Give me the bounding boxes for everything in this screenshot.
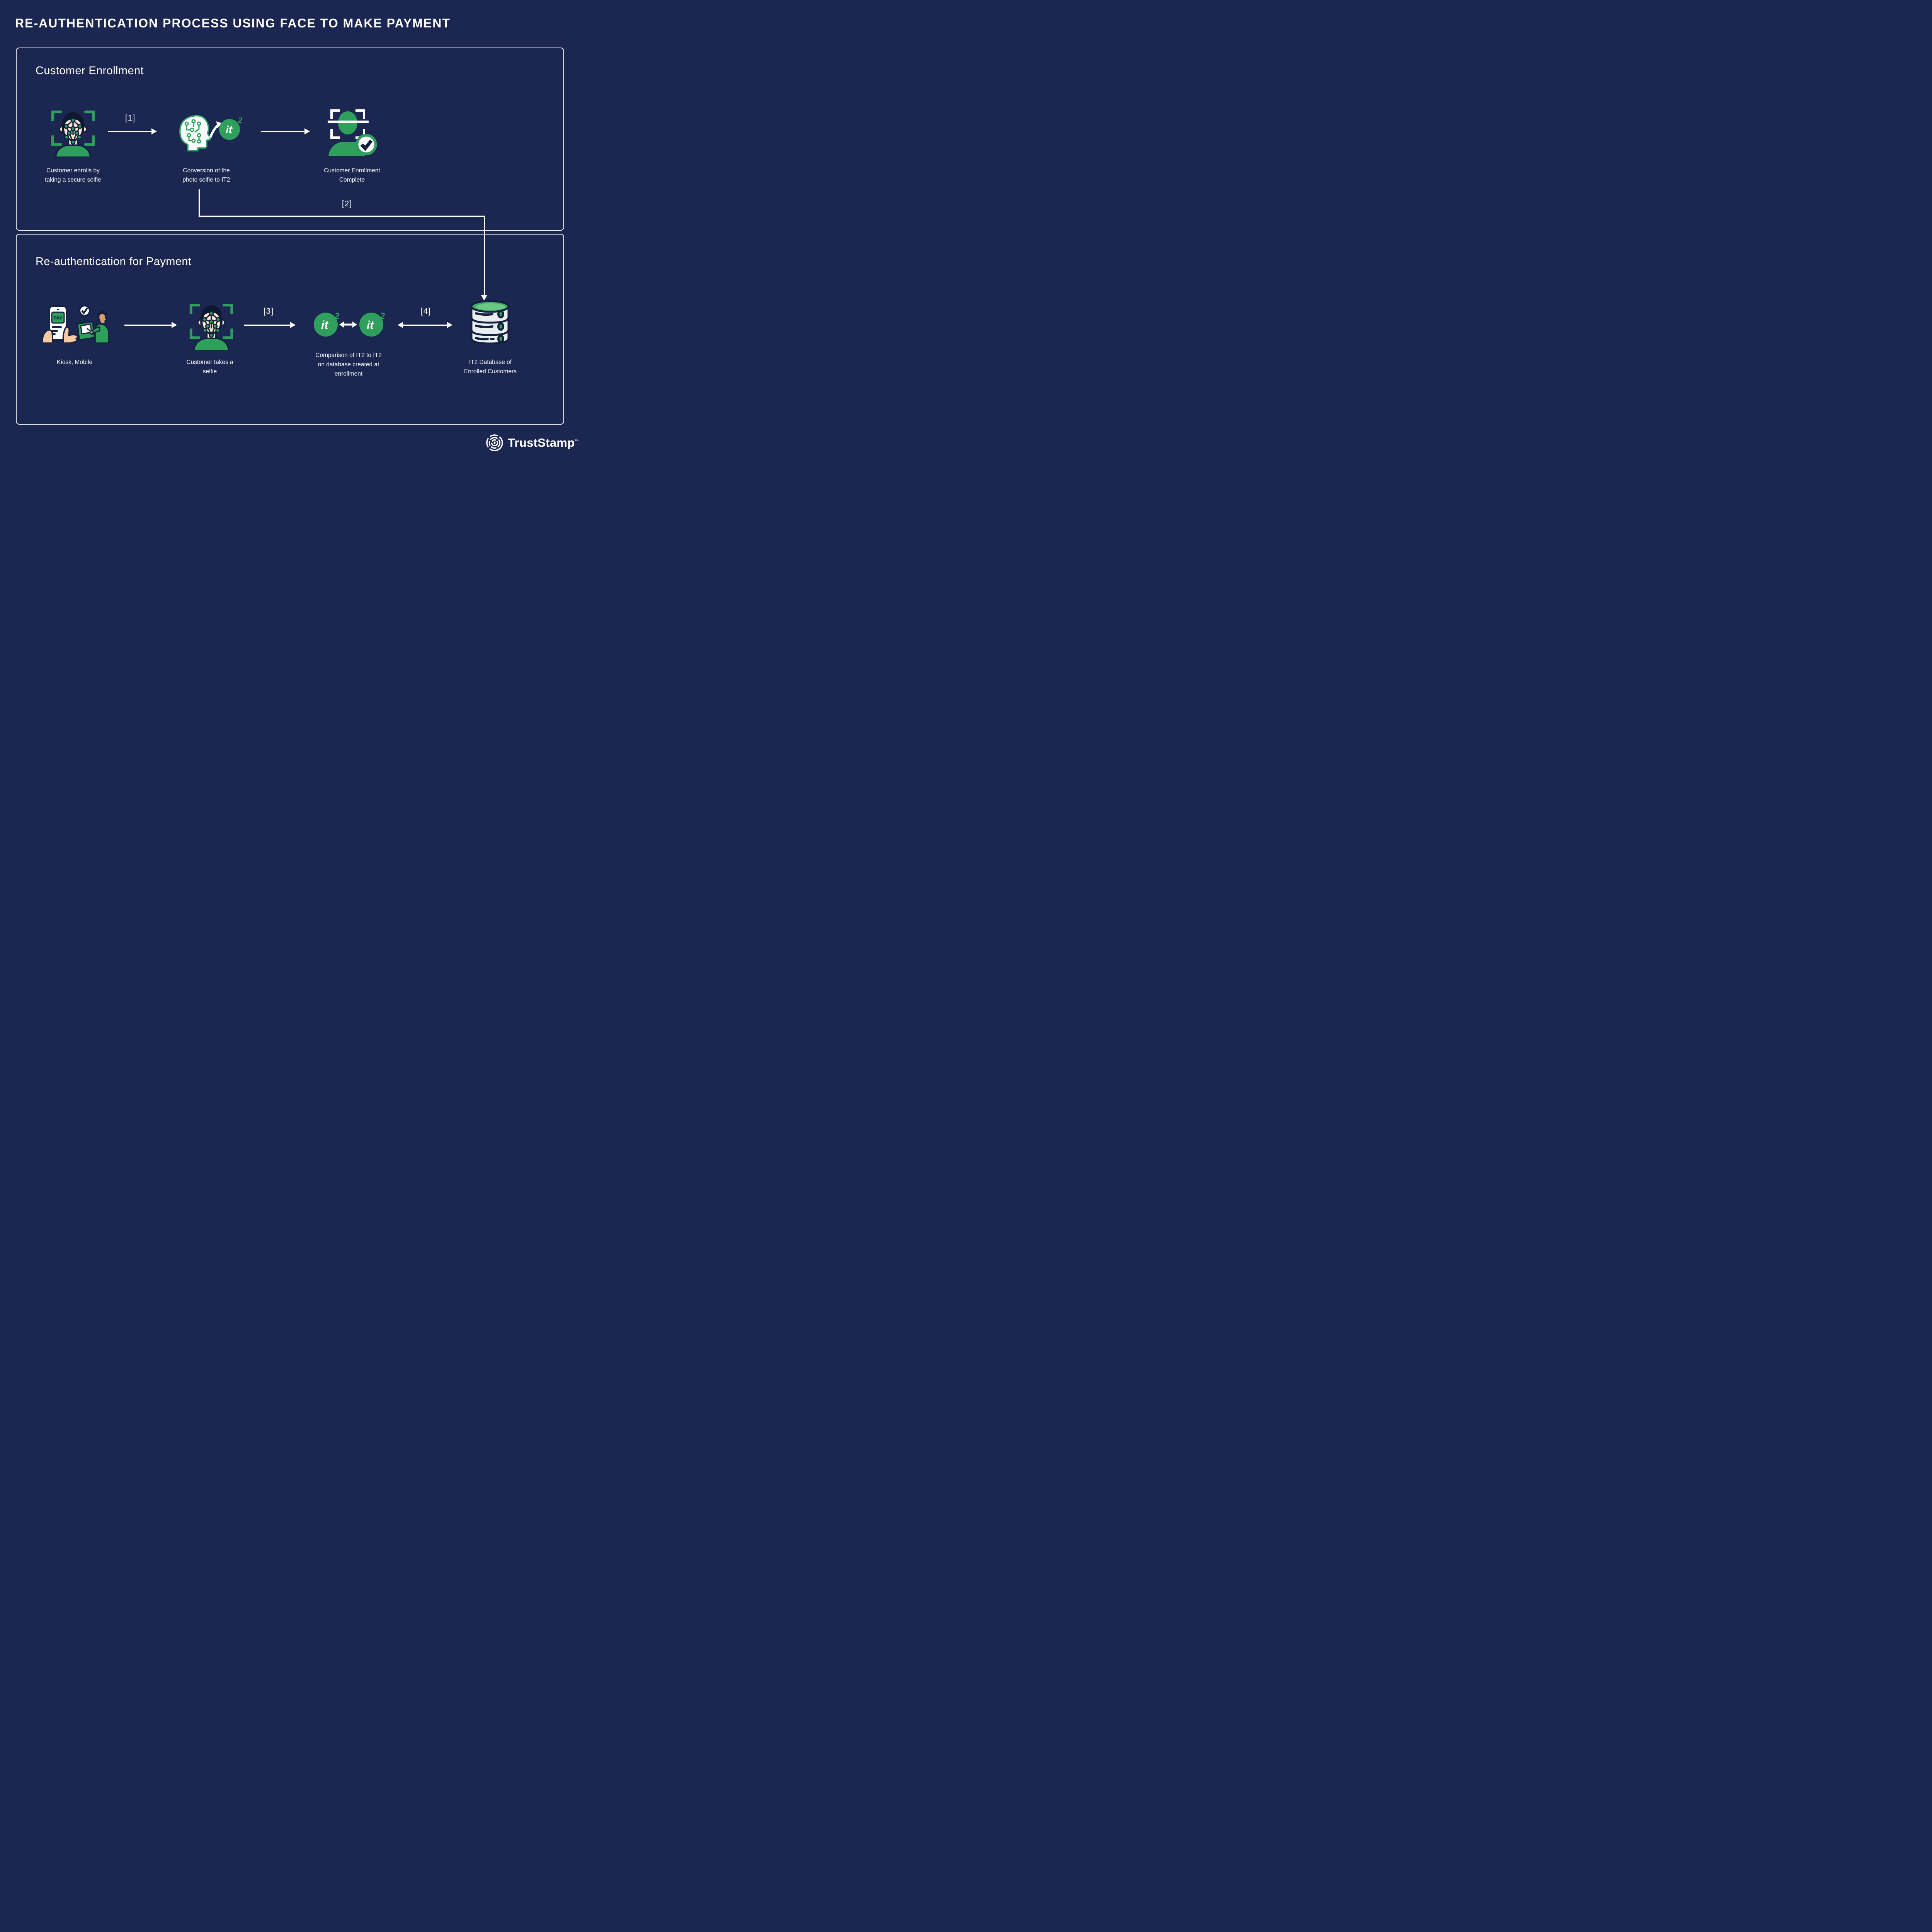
brand-lockup: TrustStamp™ — [485, 434, 579, 452]
label-line: taking a secure selfie — [45, 177, 101, 183]
arrow-1-line — [108, 131, 151, 132]
it2-comparison-icon: it 2 it 2 — [314, 311, 385, 337]
face-scan-icon — [189, 304, 233, 350]
section-heading-enrollment: Customer Enrollment — [36, 65, 144, 77]
face-scan-icon — [51, 111, 95, 157]
label-line: Complete — [339, 177, 365, 183]
selfie-to-it2-conversion-icon: it 2 — [179, 115, 242, 151]
it2-superscript: 2 — [380, 311, 385, 321]
step-label-enrollment-complete: Customer Enrollment Complete — [313, 166, 391, 185]
truststamp-fingerprint-icon — [486, 434, 503, 451]
step-label-enroll-selfie: Customer enrolls by taking a secure self… — [34, 166, 112, 185]
label-line: photo selfie to IT2 — [182, 177, 230, 183]
it2-database-icon — [470, 300, 510, 345]
step-label-kiosk-mobile: Kiosk, Mobile — [36, 358, 113, 367]
label-line: Customer takes a — [186, 359, 233, 366]
customer-enrollment-panel — [16, 48, 564, 231]
reauthentication-panel — [16, 234, 564, 425]
section-heading-reauthentication: Re-authentication for Payment — [36, 255, 192, 268]
label-line: Kiosk, Mobile — [56, 359, 93, 366]
it2-superscript: 2 — [334, 311, 340, 321]
it2-text: it — [367, 319, 374, 332]
infographic-canvas: RE-AUTHENTICATION PROCESS USING FACE TO … — [0, 0, 580, 457]
page-title: RE-AUTHENTICATION PROCESS USING FACE TO … — [15, 16, 451, 30]
arrow-1-head — [151, 128, 157, 134]
label-line: Customer Enrollment — [324, 167, 380, 174]
label-line: IT2 Database of — [469, 359, 512, 366]
step-1-connector-label: [1] — [125, 114, 136, 122]
trademark-symbol: ™ — [575, 439, 579, 444]
step-label-database: IT2 Database of Enrolled Customers — [449, 358, 531, 376]
label-line: Enrolled Customers — [464, 368, 517, 375]
brand-name: TrustStamp™ — [508, 436, 579, 450]
arrow-3-head — [172, 322, 177, 328]
kiosk-mobile-payment-icon: PAY — [41, 305, 109, 343]
arrow-5-left-head — [398, 322, 403, 328]
label-line: Customer enrolls by — [46, 167, 100, 174]
arrow-4-line — [244, 325, 290, 326]
connector-2-vertical-start — [199, 189, 200, 216]
arrow-5-line — [402, 325, 448, 326]
arrow-3-line — [124, 325, 172, 326]
label-line: enrollment — [334, 371, 363, 377]
step-3-connector-label: [3] — [263, 307, 274, 316]
arrow-5-right-head — [447, 322, 452, 328]
step-label-conversion: Conversion of the photo selfie to IT2 — [168, 166, 245, 185]
step-2-connector-label: [2] — [342, 199, 352, 208]
it2-superscript: 2 — [238, 116, 242, 125]
it2-text: it — [321, 319, 329, 332]
connector-2-vertical-end — [484, 216, 485, 296]
label-line: Conversion of the — [183, 167, 230, 174]
label-line: Comparison of IT2 to IT2 — [315, 352, 382, 359]
pay-button-text: PAY — [54, 315, 63, 321]
arrow-2-line — [261, 131, 304, 132]
brand-name-text: TrustStamp — [508, 436, 575, 449]
step-label-takes-selfie: Customer takes a selfie — [171, 358, 248, 376]
enrollment-complete-icon — [328, 109, 377, 156]
step-label-comparison: Comparison of IT2 to IT2 on database cre… — [305, 351, 392, 379]
arrow-2-head — [304, 128, 310, 134]
arrow-4-head — [290, 322, 296, 328]
connector-2-head — [481, 295, 487, 301]
step-4-connector-label: [4] — [420, 307, 431, 316]
label-line: selfie — [202, 368, 217, 375]
label-line: on database created at — [318, 361, 379, 368]
it2-text: it — [226, 124, 233, 136]
connector-2-horizontal — [199, 216, 485, 217]
